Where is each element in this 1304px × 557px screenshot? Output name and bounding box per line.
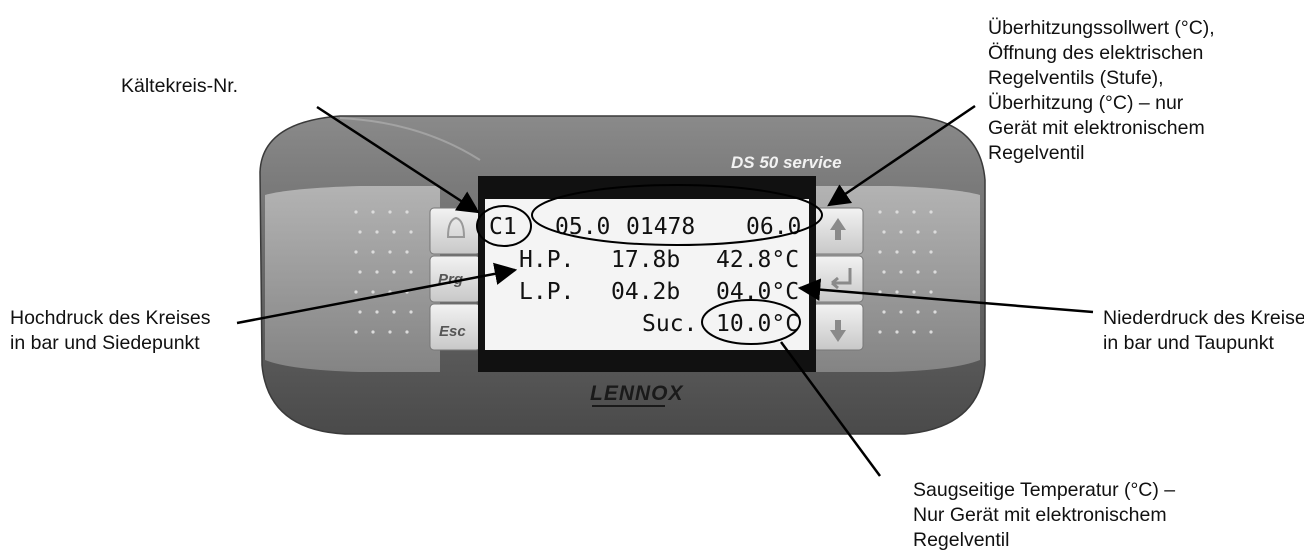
lcd-lp-label: L.P. <box>519 279 574 305</box>
speaker-dot <box>354 250 357 253</box>
speaker-dot <box>912 290 915 293</box>
speaker-dot <box>933 230 936 233</box>
speaker-dot <box>895 330 898 333</box>
lcd-suc-label: Suc. <box>642 311 697 337</box>
callout-suction-temperature: Saugseitige Temperatur (°C) – Nur Gerät … <box>913 478 1175 553</box>
esc-button-label: Esc <box>439 323 466 340</box>
callout-line: Niederdruck des Kreises <box>1103 306 1304 331</box>
lcd-circuit: C1 <box>489 214 517 240</box>
speaker-dot <box>878 210 881 213</box>
callout-superheat: Überhitzungssollwert (°C), Öffnung des e… <box>988 16 1215 166</box>
speaker-dot <box>933 310 936 313</box>
callout-line: in bar und Siedepunkt <box>10 331 211 356</box>
speaker-dot <box>388 250 391 253</box>
speaker-dot <box>405 210 408 213</box>
up-button[interactable] <box>813 208 863 254</box>
speaker-dot <box>933 270 936 273</box>
callout-line: Überhitzung (°C) – nur <box>988 91 1215 116</box>
speaker-dot <box>409 310 412 313</box>
callout-low-pressure: Niederdruck des Kreises in bar und Taupu… <box>1103 306 1304 356</box>
speaker-dot <box>371 330 374 333</box>
callout-line: Überhitzungssollwert (°C), <box>988 16 1215 41</box>
callout-circuit-number: Kältekreis-Nr. <box>121 74 238 99</box>
lcd-superheat-setpoint: 05.0 <box>555 214 610 240</box>
speaker-dot <box>409 230 412 233</box>
callout-line: Saugseitige Temperatur (°C) – <box>913 478 1175 503</box>
callout-high-pressure: Hochdruck des Kreises in bar und Siedepu… <box>10 306 211 356</box>
speaker-dot <box>912 330 915 333</box>
speaker-dot <box>912 210 915 213</box>
callout-line: Nur Gerät mit elektronischem <box>913 503 1175 528</box>
speaker-dot <box>409 270 412 273</box>
speaker-dot <box>371 290 374 293</box>
speaker-dot <box>878 330 881 333</box>
speaker-dot <box>358 230 361 233</box>
speaker-dot <box>916 230 919 233</box>
lcd-hp-temperature: 42.8°C <box>716 247 799 273</box>
speaker-dot <box>912 250 915 253</box>
speaker-dot <box>895 250 898 253</box>
lcd-suc-temperature: 10.0°C <box>716 311 799 337</box>
speaker-dot <box>354 210 357 213</box>
speaker-dot <box>358 310 361 313</box>
callout-line: Öffnung des elektrischen <box>988 41 1215 66</box>
callout-line: Regelventil <box>913 528 1175 553</box>
esc-button[interactable]: Esc <box>430 304 480 350</box>
speaker-dot <box>392 270 395 273</box>
speaker-dot <box>354 290 357 293</box>
speaker-dot <box>899 270 902 273</box>
speaker-dot <box>895 210 898 213</box>
speaker-dot <box>375 310 378 313</box>
speaker-dot <box>929 250 932 253</box>
callout-line: Regelventil <box>988 141 1215 166</box>
callout-line: Gerät mit elektronischem <box>988 116 1215 141</box>
lcd-hp-pressure: 17.8b <box>611 247 680 273</box>
speaker-dot <box>929 330 932 333</box>
enter-button[interactable] <box>813 256 863 302</box>
speaker-dot <box>929 210 932 213</box>
speaker-dot <box>878 290 881 293</box>
callout-line: Regelventils (Stufe), <box>988 66 1215 91</box>
speaker-dot <box>882 270 885 273</box>
lcd-display: C1 05.0 01478 06.0 H.P. 17.8b 42.8°C L.P… <box>477 176 822 372</box>
speaker-dot <box>358 270 361 273</box>
lcd-hp-label: H.P. <box>519 247 574 273</box>
callout-line: in bar und Taupunkt <box>1103 331 1304 356</box>
lcd-superheat: 06.0 <box>746 214 801 240</box>
speaker-dot <box>405 250 408 253</box>
speaker-dot <box>371 210 374 213</box>
speaker-dot <box>916 310 919 313</box>
model-label: DS 50 service <box>731 153 842 172</box>
speaker-dot <box>392 230 395 233</box>
speaker-dot <box>388 330 391 333</box>
callout-line: Hochdruck des Kreises <box>10 306 211 331</box>
speaker-dot <box>899 310 902 313</box>
lennox-logo: LENNOX <box>590 382 685 405</box>
callout-line: Kältekreis-Nr. <box>121 74 238 99</box>
speaker-dot <box>375 230 378 233</box>
speaker-dot <box>895 290 898 293</box>
speaker-dot <box>388 210 391 213</box>
speaker-dot <box>882 310 885 313</box>
down-button[interactable] <box>813 304 863 350</box>
speaker-dot <box>392 310 395 313</box>
speaker-dot <box>878 250 881 253</box>
alarm-button[interactable] <box>430 208 480 254</box>
speaker-dot <box>405 330 408 333</box>
speaker-dot <box>882 230 885 233</box>
speaker-dot <box>899 230 902 233</box>
lcd-lp-pressure: 04.2b <box>611 279 680 305</box>
lcd-valve-opening: 01478 <box>626 214 695 240</box>
speaker-dot <box>375 270 378 273</box>
speaker-dot <box>916 270 919 273</box>
speaker-dot <box>929 290 932 293</box>
speaker-dot <box>371 250 374 253</box>
speaker-dot <box>354 330 357 333</box>
